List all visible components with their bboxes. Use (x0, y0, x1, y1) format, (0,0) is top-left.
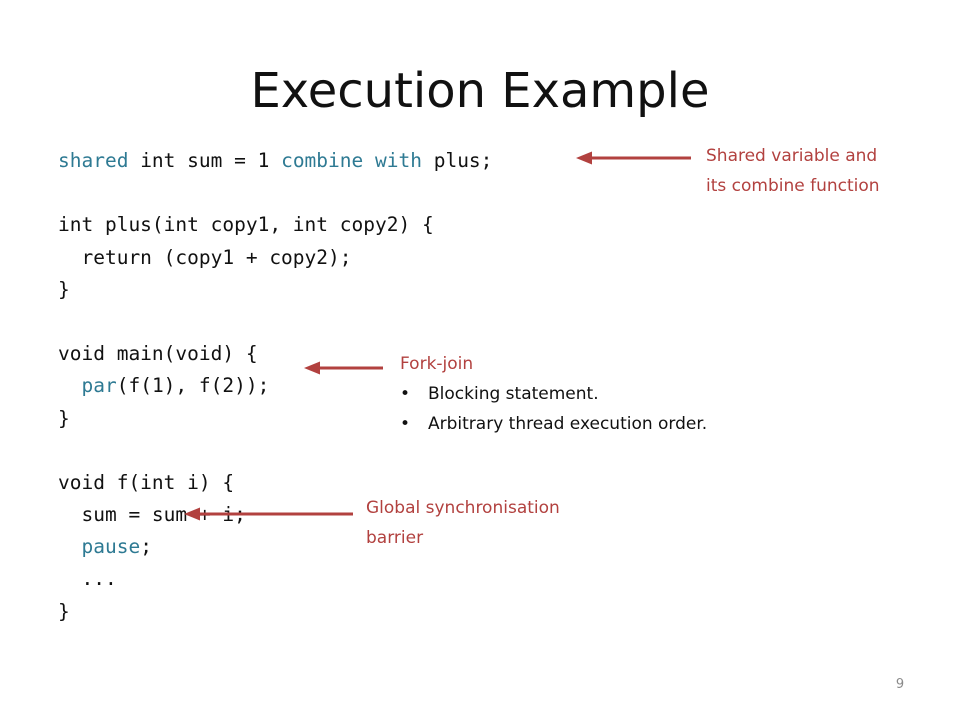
code-keyword-pause: pause (81, 535, 141, 559)
annotation-barrier-line-2: barrier (366, 528, 424, 548)
code-keyword-par: par (81, 374, 117, 398)
annotation-shared-variable: Shared variable and its combine function (706, 141, 946, 201)
code-line-2 (58, 177, 492, 209)
code-line-3: int plus(int copy1, int copy2) { (58, 213, 434, 237)
code-text: (f(1), f(2)); (116, 374, 270, 398)
annotation-shared-line-1: Shared variable and (706, 146, 878, 166)
code-text: ; (140, 535, 152, 559)
bullet-text: Blocking statement. (428, 384, 599, 404)
code-line-13: pause; (58, 531, 492, 563)
code-text: plus; (421, 149, 493, 172)
code-indent (58, 374, 81, 397)
bullet-icon: • (400, 384, 411, 404)
code-text: int sum = 1 (128, 149, 282, 172)
bullet-item: • Blocking statement. (400, 379, 820, 409)
annotation-fork-join: Fork-join • Blocking statement. • Arbitrar… (400, 349, 820, 439)
bullet-text: Arbitrary thread execution order. (428, 414, 708, 434)
left-arrow-icon (576, 151, 691, 165)
left-arrow-icon (304, 361, 383, 375)
code-line-1: shared int sum = 1 combine with plus; (58, 145, 492, 177)
code-indent (58, 535, 81, 558)
code-line-9: } (58, 406, 70, 430)
code-line-15: } (58, 599, 70, 623)
annotation-barrier-line-1: Global synchronisation (366, 498, 560, 518)
annotation-global-barrier: Global synchronisation barrier (366, 493, 626, 553)
code-line-10 (58, 435, 492, 467)
code-line-7: void main(void) { (58, 342, 258, 366)
code-line-8: par(f(1), f(2)); (58, 370, 492, 402)
code-keyword-shared: shared (58, 149, 129, 172)
slide-title: Execution Example (250, 63, 710, 119)
bullet-item: • Arbitrary thread execution order. (400, 409, 820, 439)
code-line-6 (58, 306, 492, 338)
annotation-fork-join-heading: Fork-join (400, 354, 474, 374)
code-keyword-combine-with: combine with (281, 149, 422, 172)
code-line-11: void f(int i) { (58, 470, 235, 494)
left-arrow-icon (184, 507, 353, 521)
code-line-4: return (copy1 + copy2); (58, 245, 352, 269)
code-line-5: } (58, 277, 70, 301)
annotation-fork-join-bullets: • Blocking statement. • Arbitrary thread e… (400, 379, 820, 439)
annotation-shared-line-2: its combine function (706, 176, 880, 196)
bullet-icon: • (400, 414, 411, 434)
page-number: 9 (895, 677, 905, 692)
code-line-14: ... (58, 567, 117, 591)
code-block: shared int sum = 1 combine with plus;int… (58, 145, 492, 628)
